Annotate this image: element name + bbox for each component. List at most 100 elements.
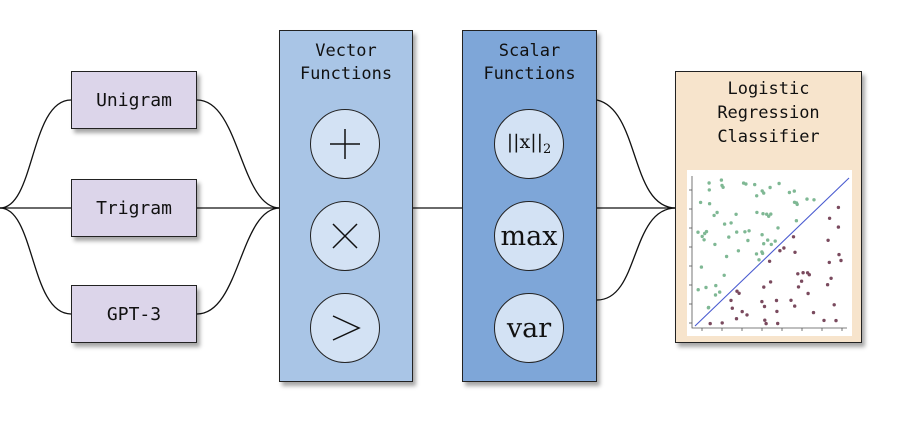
scatter-point [767, 214, 771, 218]
scatter-point [776, 321, 780, 326]
scatter-point [825, 283, 830, 287]
scatter-point [719, 178, 724, 182]
scatter-point [791, 235, 796, 239]
scalar-functions-panel: Scalar Functions ||x||2 max var [462, 30, 597, 382]
l2-norm-node: ||x||2 [494, 109, 564, 179]
scatter-point [787, 190, 792, 195]
scatter-point [713, 293, 718, 297]
scatter-point [696, 230, 700, 234]
scatter-point [829, 276, 833, 280]
scatter-point [703, 231, 707, 236]
times-icon [310, 201, 380, 271]
scatter-point [796, 285, 801, 289]
scatter-point [696, 288, 700, 292]
scatter-point [736, 249, 741, 253]
decision-boundary-line [694, 177, 850, 327]
scatter-point [753, 182, 757, 187]
scatter-point [761, 212, 765, 216]
scatter-point [735, 289, 739, 293]
scatter-point [722, 222, 727, 226]
scatter-point [702, 238, 706, 242]
plus-icon [310, 109, 380, 179]
model-unigram: Unigram [71, 71, 197, 129]
scatter-point [766, 238, 770, 242]
scatter-point [729, 221, 733, 225]
scatter-point [774, 298, 779, 303]
scatter-point [796, 272, 800, 276]
scatter-point [768, 185, 772, 190]
model-label: GPT-3 [106, 303, 162, 325]
scatter-point [793, 250, 797, 254]
scatter-point [729, 298, 733, 303]
scatter-point [805, 197, 809, 201]
scatter-point [782, 246, 786, 250]
scatter-point [724, 254, 729, 259]
scatter-point [698, 200, 703, 205]
model-trigram: Trigram [71, 179, 197, 237]
scatter-point [713, 242, 717, 247]
scatter-point [735, 230, 739, 234]
scalar-functions-title: Scalar Functions [483, 41, 576, 84]
scatter-point [762, 304, 767, 309]
scatter-point [744, 182, 748, 186]
var-label: var [506, 312, 552, 344]
classifier-title: Logistic Regression Classifier [717, 79, 820, 147]
vector-functions-title: Vector Functions [299, 41, 393, 84]
scatter-point [834, 318, 838, 323]
scatter-point [762, 242, 766, 246]
scatter-point [837, 252, 841, 257]
model-gpt3: GPT-3 [71, 285, 197, 343]
scatter-point [740, 309, 744, 314]
scatter-point [794, 219, 799, 223]
scatter-point [827, 216, 832, 220]
scatter-point [776, 226, 780, 230]
scatter-plot-svg [689, 176, 850, 331]
scatter-point [792, 200, 797, 204]
scatter-point [712, 213, 716, 218]
scatter-point [708, 321, 712, 326]
scatter-point [773, 239, 777, 243]
scatter-point [755, 210, 759, 215]
scatter-point [789, 298, 793, 302]
scatter-point [762, 285, 766, 289]
norm-subscript: 2 [543, 141, 552, 157]
scatter-point [792, 189, 796, 193]
scatter-plot-illustration [687, 170, 852, 336]
scatter-point [811, 310, 816, 315]
max-label: max [500, 220, 558, 252]
var-node: var [494, 293, 564, 363]
scatter-point [714, 283, 718, 288]
scatter-point [836, 225, 841, 229]
scatter-point [730, 306, 734, 310]
scatter-point [737, 291, 741, 295]
scatter-point [745, 313, 749, 317]
scatter-point [793, 304, 797, 308]
scatter-point [767, 259, 772, 263]
scatter-point [722, 273, 726, 277]
scatter-point [727, 235, 731, 239]
scatter-point [806, 291, 810, 296]
scatter-point [769, 212, 773, 216]
scatter-point [734, 317, 739, 321]
scatter-point [754, 252, 759, 256]
scatter-point [746, 238, 750, 243]
scatter-point [832, 303, 836, 307]
scatter-point [718, 290, 722, 294]
scatter-point [763, 318, 767, 322]
vector-functions-panel: Vector Functions [279, 30, 413, 382]
greater-than-icon [310, 293, 380, 363]
scatter-point [743, 230, 747, 234]
scatter-point [720, 183, 724, 188]
scatter-point [704, 285, 708, 290]
scatter-point [764, 321, 768, 326]
scatter-point [760, 250, 764, 254]
scatter-point [760, 233, 764, 237]
scatter-point [734, 212, 738, 216]
norm-symbol: ||x|| [506, 131, 544, 154]
scatter-point [706, 306, 711, 310]
scatter-point [801, 271, 805, 275]
scatter-point [757, 258, 761, 262]
scatter-point [700, 234, 704, 239]
